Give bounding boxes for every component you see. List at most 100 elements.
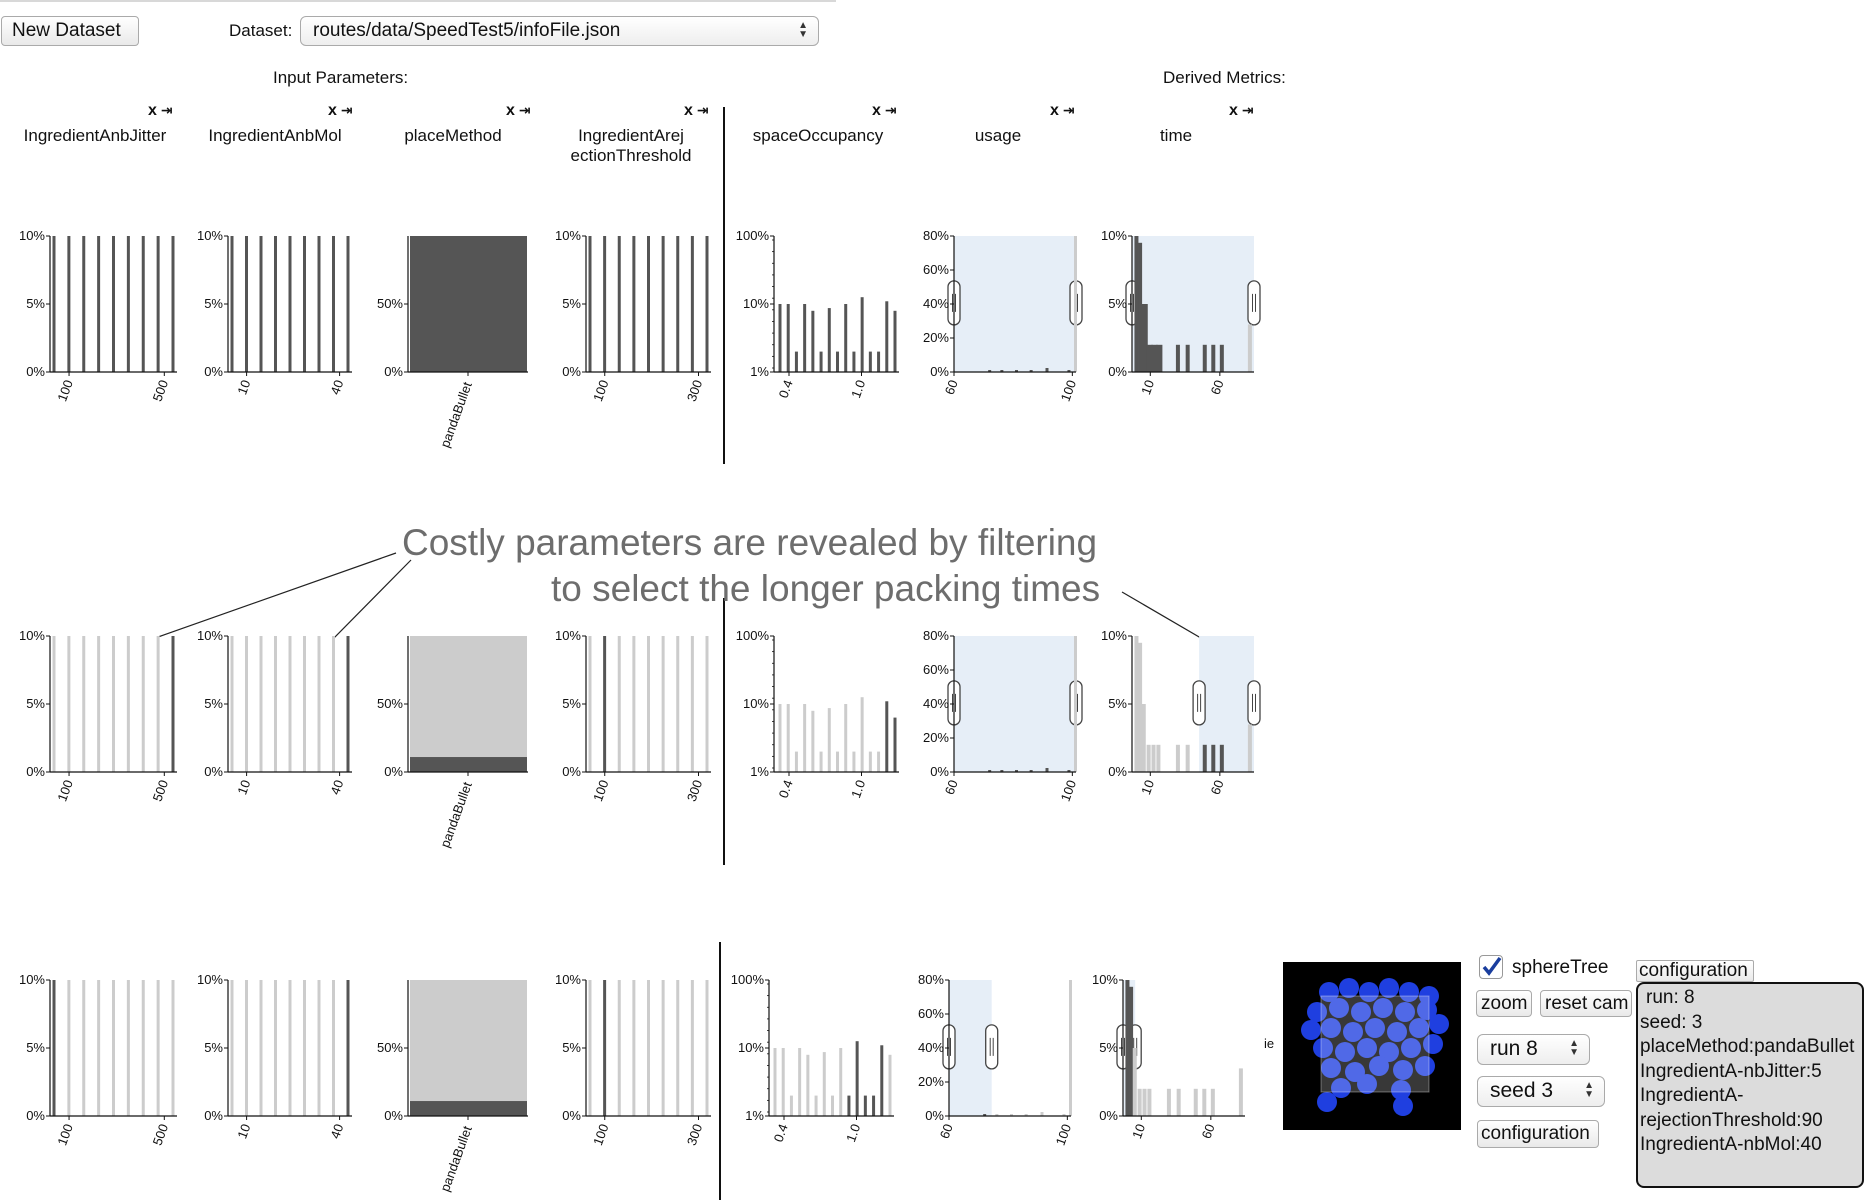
remove-column-icon[interactable]: x [1050, 102, 1059, 119]
histogram-bar [1040, 1112, 1044, 1116]
histogram-bar [617, 236, 621, 372]
pin-column-icon[interactable]: ⇥ [696, 102, 709, 118]
sphere [1417, 1000, 1437, 1020]
x-tick-label: pandaBullet [437, 780, 475, 850]
histogram-bar [67, 980, 71, 1116]
y-tick-label: 1% [750, 764, 769, 779]
histogram-bar [819, 351, 823, 372]
zoom-button[interactable]: zoom [1476, 990, 1532, 1017]
y-tick-label: 10% [555, 628, 581, 643]
histogram-bar [332, 980, 335, 1116]
sphere [1343, 1022, 1363, 1042]
remove-column-icon[interactable]: x [148, 102, 157, 119]
y-tick-label: 40% [923, 296, 949, 311]
seed-select[interactable]: seed 3 ▲▼ [1477, 1076, 1605, 1107]
x-tick-label: 100 [1058, 378, 1080, 404]
histogram-bar [803, 704, 807, 772]
histogram-bar [317, 236, 321, 372]
run-select[interactable]: run 8 ▲▼ [1477, 1034, 1590, 1065]
histogram-bar-selected [410, 757, 527, 772]
spheretree-checkbox[interactable] [1479, 955, 1503, 979]
histogram-bar [822, 1052, 826, 1116]
histogram-bar [82, 236, 86, 372]
histogram-bar [82, 980, 86, 1116]
pin-column-icon[interactable]: ⇥ [340, 102, 353, 118]
histogram-bar [893, 717, 897, 772]
histogram-bar [1211, 744, 1216, 772]
pin-column-icon[interactable]: ⇥ [1062, 102, 1075, 118]
brush-handle [985, 1024, 999, 1070]
new-dataset-button[interactable]: New Dataset [1, 16, 139, 46]
pin-column-icon[interactable]: ⇥ [518, 102, 531, 118]
sphere [1319, 982, 1339, 1002]
y-tick-label: 10% [743, 296, 769, 311]
histogram-bar [1067, 370, 1071, 372]
sphere [1301, 1020, 1321, 1040]
x-tick-label: 100 [54, 778, 76, 804]
configuration-tab[interactable]: configuration [1636, 960, 1754, 982]
histogram-bar [1000, 370, 1004, 372]
run-select-value: run 8 [1490, 1037, 1538, 1060]
sphere [1391, 1080, 1411, 1100]
configuration-button[interactable]: configuration [1477, 1120, 1599, 1148]
y-tick-label: 10% [738, 1040, 764, 1055]
histogram-bar [690, 236, 694, 372]
histogram-bar [1147, 1088, 1152, 1116]
y-tick-label: 40% [923, 696, 949, 711]
column-title: time [1086, 126, 1266, 146]
remove-column-icon[interactable]: x [684, 102, 693, 119]
remove-column-icon[interactable]: x [506, 102, 515, 119]
histogram-bar [332, 236, 335, 372]
x-tick-label: 100 [590, 378, 612, 404]
x-tick-label: 0.4 [776, 778, 796, 800]
y-tick-label: 0% [384, 364, 403, 379]
remove-column-icon[interactable]: x [328, 102, 337, 119]
x-tick-label: 60 [937, 1122, 956, 1141]
sphere [1395, 1002, 1415, 1022]
pin-column-icon[interactable]: ⇥ [160, 102, 173, 118]
remove-column-icon[interactable]: x [872, 102, 881, 119]
histogram-bar [346, 236, 350, 372]
dataset-select[interactable]: routes/data/SpeedTest5/infoFile.json ▲▼ [300, 16, 819, 46]
histogram-bar [1125, 980, 1130, 1116]
histogram-bar [836, 351, 839, 372]
remove-column-icon[interactable]: x [1229, 102, 1238, 119]
histogram-bar [603, 236, 607, 372]
histogram-bar [705, 636, 709, 772]
y-tick-label: 20% [923, 730, 949, 745]
pin-column-icon[interactable]: ⇥ [1241, 102, 1254, 118]
histogram-bar [844, 304, 848, 372]
packing-render-view[interactable] [1283, 962, 1461, 1130]
histogram-bar [1156, 744, 1161, 772]
sphere [1429, 1014, 1449, 1034]
histogram-bar [831, 1095, 834, 1116]
histogram-bar [827, 708, 831, 772]
reset-camera-button[interactable]: reset cam [1540, 990, 1632, 1017]
histogram-bar [1141, 704, 1146, 772]
histogram-bar [410, 236, 527, 372]
column-title-line: placeMethod [404, 126, 502, 145]
sphere [1357, 1074, 1377, 1094]
sphere [1321, 1058, 1341, 1078]
y-tick-label: 5% [562, 296, 581, 311]
annotation-line2: to select the longer packing times [551, 568, 1101, 609]
histogram-bar [617, 980, 621, 1116]
histogram-bar [112, 980, 115, 1116]
pin-column-icon[interactable]: ⇥ [884, 102, 897, 118]
column-title-line: spaceOccupancy [752, 126, 884, 145]
leader-line-nbmol [333, 559, 412, 639]
histogram-bar [1175, 744, 1180, 772]
histogram-bar [877, 751, 881, 772]
render-side-label: ie [1264, 1036, 1275, 1051]
histogram-bar [844, 704, 848, 772]
histogram-bar [245, 236, 248, 372]
column-title: placeMethod [363, 126, 543, 146]
histogram-bar [676, 980, 680, 1116]
histogram-bar [288, 636, 292, 772]
y-tick-label: 80% [923, 228, 949, 243]
y-tick-label: 0% [26, 1108, 45, 1123]
y-tick-label: 0% [204, 364, 223, 379]
y-tick-label: 1% [745, 1108, 764, 1123]
histogram-bar [632, 980, 636, 1116]
config-line: placeMethod:pandaBullet [1640, 1036, 1855, 1057]
